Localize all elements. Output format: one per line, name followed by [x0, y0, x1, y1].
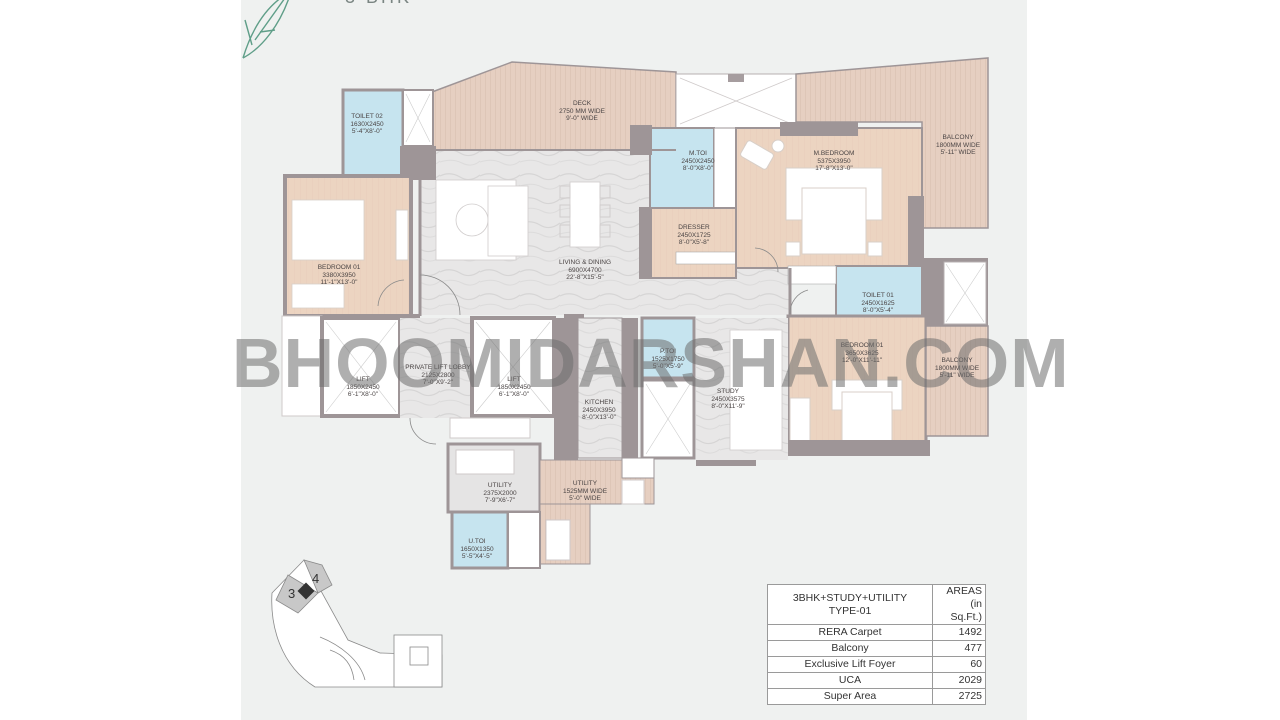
key-plan-unit-4: 4	[312, 571, 320, 586]
svg-text:3 BHK: 3 BHK	[345, 0, 412, 7]
areas-header: AREAS(in Sq.Ft.)	[932, 584, 986, 625]
key-plan-unit-3: 3	[288, 586, 296, 601]
unit-marker-icon	[297, 582, 315, 600]
key-plan	[271, 559, 443, 688]
watermark: BHOOMIDARSHAN.COM	[232, 324, 1070, 402]
leaf-icon	[242, 0, 289, 59]
